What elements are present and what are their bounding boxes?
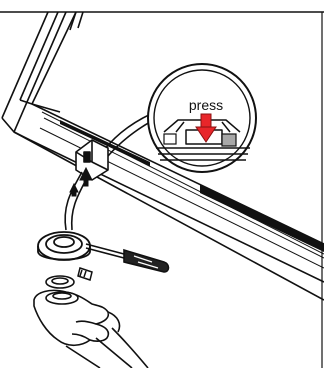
- hand-icon: [34, 290, 148, 368]
- callout-magnifier: press: [148, 64, 256, 172]
- screwdriver-icon: [86, 244, 169, 272]
- small-ring: [46, 276, 74, 288]
- press-label: press: [189, 97, 223, 113]
- ring-nut: [38, 232, 90, 260]
- screw: [78, 268, 92, 280]
- panel-edge-strip: [200, 185, 324, 252]
